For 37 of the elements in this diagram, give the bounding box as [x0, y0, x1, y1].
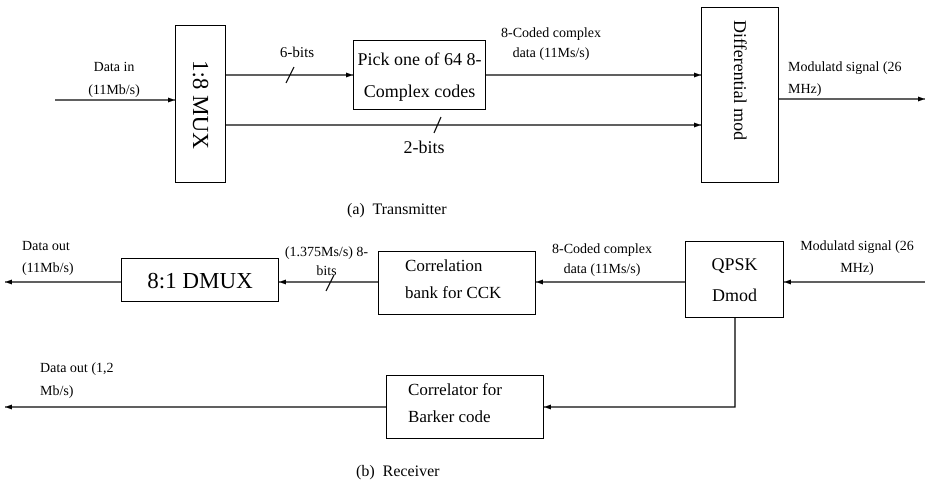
block-label: QPSK Dmod [710, 252, 759, 306]
edge-label: 6-bits [278, 44, 316, 63]
block-label: 1:8 MUX [189, 60, 212, 148]
arrow [55, 98, 175, 102]
block-label: 8:1 DMUX [147, 268, 253, 292]
arrow [784, 280, 925, 284]
subfigure-caption: (a) Transmitter [347, 200, 447, 220]
block-label: Correlation bank for CCK [405, 255, 502, 304]
block-box [121, 258, 279, 302]
block-label: Correlator for Barker code [408, 379, 503, 428]
block-box [353, 40, 486, 110]
block-label: Differential mod [729, 20, 751, 140]
edge-label: 8-Coded complex data (11Ms/s) [500, 25, 602, 63]
edge-label: 8-Coded complex data (11Ms/s) [551, 241, 653, 279]
edge-label: (1.375Ms/s) 8-bits [284, 244, 370, 281]
block-box [685, 241, 784, 318]
arrow [779, 96, 925, 102]
arrow [544, 318, 736, 410]
arrow [536, 280, 685, 284]
block-box [701, 7, 779, 183]
arrow [5, 404, 386, 410]
edge-label: Modulatd signal (26 MHz) [788, 59, 903, 99]
block-box [378, 251, 536, 315]
arrow [226, 122, 701, 128]
edge-label: Data out (11Mb/s) [22, 238, 75, 278]
block-box [386, 375, 544, 439]
edge-label: Modulatd signal (26 MHz) [799, 238, 915, 278]
arrow [279, 280, 378, 284]
arrow [226, 72, 353, 78]
arrow [5, 280, 121, 284]
block-box [175, 25, 226, 183]
subfigure-caption: (b) Receiver [356, 462, 440, 482]
arrow [486, 72, 701, 78]
edge-label: Data in (11Mb/s) [87, 59, 141, 100]
block-label: Pick one of 64 8-Complex codes [356, 48, 482, 103]
edge-label: 2-bits [402, 136, 446, 159]
edge-label: Data out (1,2 Mb/s) [40, 360, 114, 401]
